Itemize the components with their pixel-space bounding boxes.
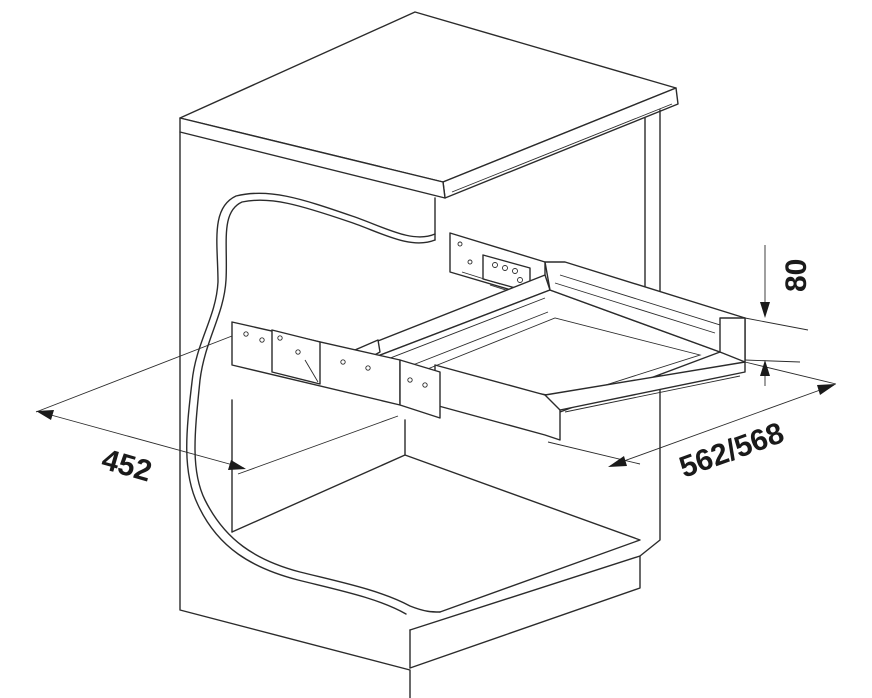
front-mounting-plate xyxy=(231,321,441,419)
depth-label: 452 xyxy=(98,443,155,489)
countertop xyxy=(179,11,679,199)
dimension-height xyxy=(744,245,809,386)
drawer xyxy=(354,261,746,441)
cabinet-body xyxy=(179,109,661,698)
dimension-length xyxy=(547,361,837,467)
height-label: 80 xyxy=(780,259,813,292)
length-label: 562/568 xyxy=(675,416,788,484)
dimension-depth xyxy=(35,335,399,475)
cutaway-outline xyxy=(186,192,441,615)
